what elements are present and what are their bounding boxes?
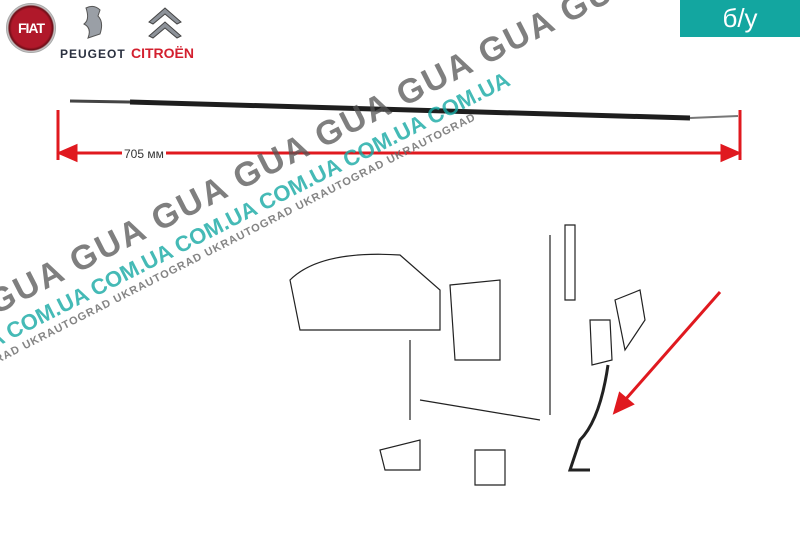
length-label: 705 мм [122, 147, 166, 161]
fiat-logo-text: FIAT [17, 20, 45, 36]
citroen-brand-text: CITROËN [131, 45, 194, 61]
pointer-arrow [612, 291, 722, 415]
peugeot-lion-icon [83, 5, 103, 39]
used-condition-badge: б/у [680, 0, 800, 37]
peugeot-brand-text: PEUGEOT [60, 47, 126, 61]
door-diagram [289, 224, 646, 486]
cable-photo [69, 99, 739, 121]
citroen-chevrons-icon [148, 7, 182, 39]
dimension-arrow [56, 110, 742, 163]
fiat-logo: FIAT [6, 3, 56, 53]
